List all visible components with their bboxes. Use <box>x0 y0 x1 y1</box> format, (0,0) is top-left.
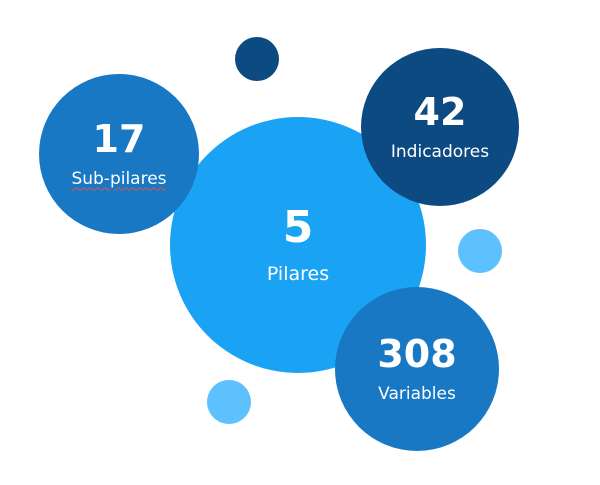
variables-bubble: 308 Variables <box>335 287 499 451</box>
indicadores-label: Indicadores <box>390 141 490 162</box>
indicadores-count: 42 <box>413 89 467 134</box>
decorative-dot-light-bottom <box>207 380 251 424</box>
decorative-dot-light-right <box>458 229 502 273</box>
subpilares-count: 17 <box>92 116 146 161</box>
pilares-count: 5 <box>282 201 314 253</box>
pilares-label: Pilares <box>266 262 330 285</box>
variables-label: Variables <box>378 383 456 404</box>
decorative-dot-dark <box>235 37 279 81</box>
indicadores-bubble: 42 Indicadores <box>361 48 519 206</box>
variables-count: 308 <box>377 331 457 376</box>
subpilares-bubble: 17 Sub-pilares <box>39 74 199 234</box>
subpilares-label: Sub-pilares <box>71 168 167 189</box>
